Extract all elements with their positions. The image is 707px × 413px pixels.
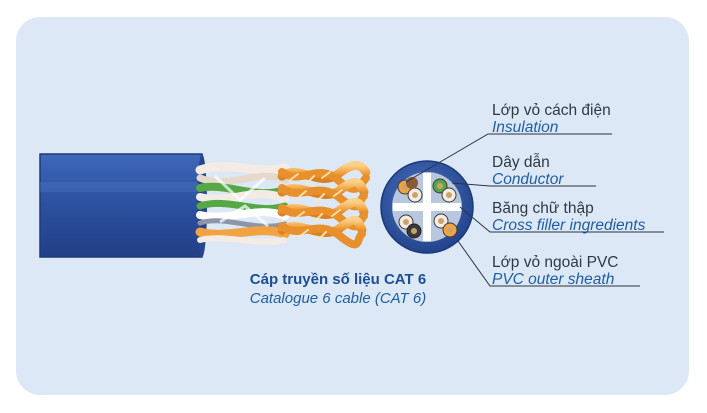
pair-top-left <box>397 177 423 203</box>
leader-insulation <box>405 133 612 183</box>
callout-insulation: Lớp vỏ cách điện Insulation <box>492 102 611 136</box>
leader-outer-sheath <box>457 240 640 287</box>
caption-vi: Cáp truyền số liệu CAT 6 <box>249 271 427 288</box>
outer-jacket <box>40 154 202 257</box>
callout-outer-sheath: Lớp vỏ ngoài PVC PVC outer sheath <box>492 254 619 288</box>
cross-filler-label-vi: Băng chữ thập <box>492 200 594 217</box>
conductor-label-en: Conductor <box>492 171 564 188</box>
cable-side-view-icon <box>39 153 371 258</box>
pair-bottom-left <box>398 214 422 239</box>
leader-lines <box>405 133 664 287</box>
leader-conductor <box>451 182 596 187</box>
callout-conductor: Dây dẫn Conductor <box>492 154 564 188</box>
diagram-caption: Cáp truyền số liệu CAT 6 Catalogue 6 cab… <box>198 270 478 308</box>
outer-sheath-label-vi: Lớp vỏ ngoài PVC <box>492 254 619 271</box>
pair-top-right <box>432 178 457 203</box>
cable-cross-section-icon <box>380 160 474 254</box>
exposed-pairs <box>195 161 290 245</box>
callout-cross-filler: Băng chữ thập Cross filler ingredients <box>492 200 645 234</box>
leader-cross-filler <box>459 206 664 233</box>
insulation-label-en: Insulation <box>492 119 559 136</box>
outer-sheath-label-en: PVC outer sheath <box>492 271 615 288</box>
twisted-orange-pairs <box>277 161 371 249</box>
cross-filler-label-en: Cross filler ingredients <box>492 217 646 234</box>
pair-bottom-right <box>433 213 458 238</box>
caption-en: Catalogue 6 cable (CAT 6) <box>249 290 427 307</box>
conductor-label-vi: Dây dẫn <box>492 154 550 171</box>
insulation-label-vi: Lớp vỏ cách điện <box>492 102 611 119</box>
